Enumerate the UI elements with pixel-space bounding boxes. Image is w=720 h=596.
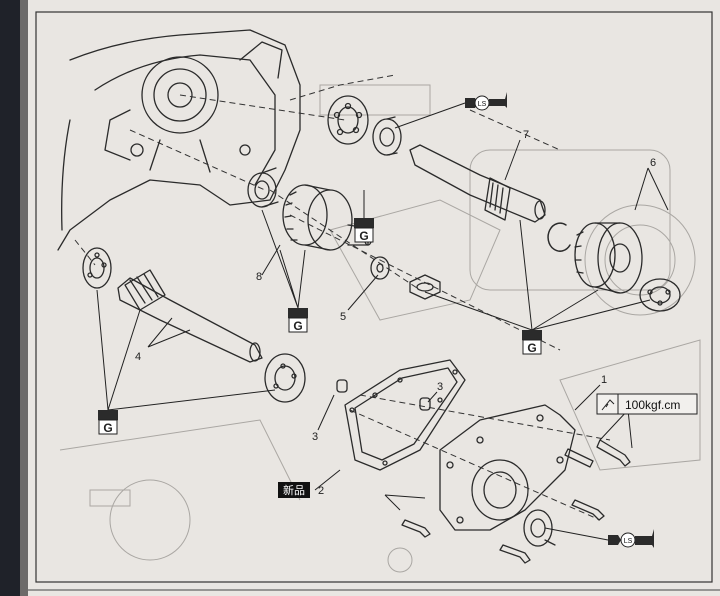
washer-5 bbox=[370, 256, 390, 280]
bearing-4-right bbox=[264, 353, 306, 403]
circlip bbox=[547, 222, 571, 252]
alignment-lines bbox=[74, 74, 611, 521]
grease-symbol-right: G bbox=[424, 219, 651, 355]
callout-1: 1 bbox=[601, 374, 607, 386]
ls-text: LS bbox=[624, 538, 633, 545]
torque-value: 100kgf.cm bbox=[625, 398, 680, 412]
callout-6: 6 bbox=[650, 157, 656, 169]
grease-letter: G bbox=[103, 421, 112, 435]
shaft-7 bbox=[409, 144, 546, 223]
grease-letter: G bbox=[527, 341, 536, 355]
new-part-text: 新品 bbox=[283, 483, 305, 497]
gasket-2 bbox=[344, 359, 466, 471]
diagram-frame bbox=[35, 11, 713, 583]
callout-3b: 3 bbox=[312, 431, 318, 443]
needle-bearing bbox=[409, 274, 441, 300]
cover-1 bbox=[439, 404, 576, 531]
spine-shadow bbox=[20, 0, 28, 596]
ls-symbol-bottom: LS bbox=[544, 527, 654, 548]
shaft-4 bbox=[117, 269, 263, 363]
bolts bbox=[401, 439, 631, 564]
leader-lines bbox=[147, 139, 669, 511]
callout-7: 7 bbox=[523, 129, 529, 141]
grease-symbol-left: G bbox=[96, 289, 276, 435]
torque-spec: 100kgf.cm bbox=[596, 393, 698, 449]
bearing-left bbox=[82, 247, 112, 289]
crankcase-outline bbox=[57, 29, 301, 251]
bearing-top bbox=[327, 95, 369, 145]
oil-seal-top bbox=[372, 116, 402, 156]
callout-5: 5 bbox=[340, 311, 346, 323]
callout-8: 8 bbox=[256, 271, 262, 283]
binding-spine bbox=[0, 0, 20, 596]
gear-6 bbox=[574, 222, 643, 294]
show-through-ghost bbox=[59, 84, 701, 573]
new-part-badge: 新品 bbox=[278, 482, 310, 498]
bearing-right bbox=[639, 278, 681, 312]
callout-2: 2 bbox=[318, 485, 324, 497]
ls-text: LS bbox=[478, 101, 487, 108]
grease-letter: G bbox=[293, 319, 302, 333]
dowel-pins bbox=[336, 379, 431, 411]
callout-4: 4 bbox=[135, 351, 141, 363]
grease-symbol-mid: G bbox=[261, 209, 308, 333]
callout-3a: 3 bbox=[437, 381, 443, 393]
grease-symbol-upper: G bbox=[354, 190, 374, 243]
bearing-small-left bbox=[247, 167, 279, 208]
ls-symbol-top: LS bbox=[394, 92, 507, 129]
grease-letter: G bbox=[359, 229, 368, 243]
